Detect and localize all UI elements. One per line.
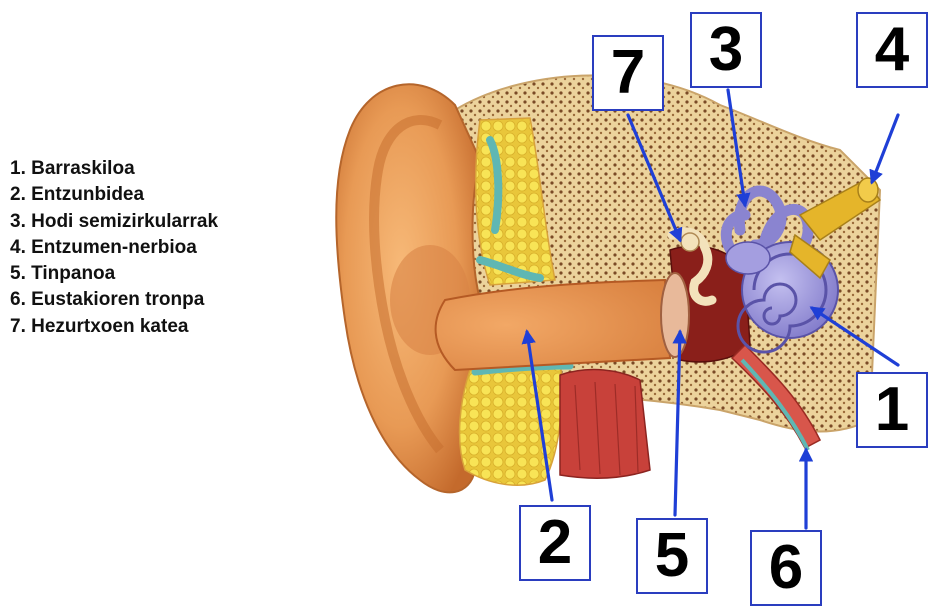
legend: 1. Barraskiloa 2. Entzunbidea 3. Hodi se… bbox=[10, 156, 218, 340]
callout-3: 3 bbox=[690, 12, 762, 88]
legend-item-1: 1. Barraskiloa bbox=[10, 156, 218, 182]
callout-7: 7 bbox=[592, 35, 664, 111]
arrow-4 bbox=[872, 115, 898, 182]
legend-item-6: 6. Eustakioren tronpa bbox=[10, 287, 218, 313]
callout-4: 4 bbox=[856, 12, 928, 88]
callout-2: 2 bbox=[519, 505, 591, 581]
callout-6: 6 bbox=[750, 530, 822, 606]
legend-item-2: 2. Entzunbidea bbox=[10, 182, 218, 208]
callout-5: 5 bbox=[636, 518, 708, 594]
legend-item-3: 3. Hodi semizirkularrak bbox=[10, 209, 218, 235]
legend-item-5: 5. Tinpanoa bbox=[10, 261, 218, 287]
tympanic-membrane bbox=[661, 273, 689, 357]
callout-1: 1 bbox=[856, 372, 928, 448]
legend-item-7: 7. Hezurtxoen katea bbox=[10, 314, 218, 340]
legend-item-4: 4. Entzumen-nerbioa bbox=[10, 235, 218, 261]
malleus bbox=[681, 233, 699, 251]
